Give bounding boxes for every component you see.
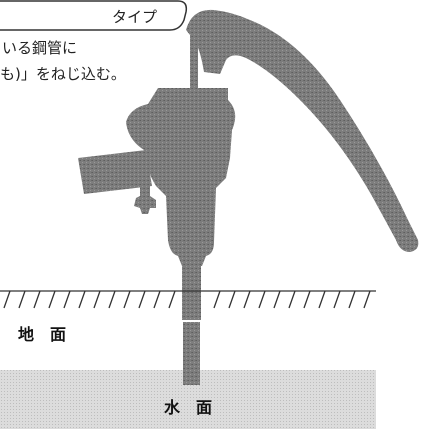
hatch-mark [48,290,56,309]
pump-handle [186,9,419,253]
hatch-mark [138,290,146,309]
title-box [0,0,188,31]
hatch-mark [318,290,326,309]
hatch-mark [288,290,296,309]
hatch-mark [258,290,266,309]
hatch-mark [243,290,251,309]
hatch-mark [228,290,236,309]
ground-label: 地 面 [18,325,66,344]
hatch-mark [153,290,161,309]
hatch-mark [93,290,101,309]
pump-valve [134,186,156,214]
hatch-mark [63,290,71,309]
ground-hatch-marks [3,290,371,309]
hatch-mark [303,290,311,309]
caption-line-1: いる鋼管に [2,39,77,57]
hatch-mark [168,290,176,309]
pipe-lower [183,322,200,385]
hatch-mark [333,290,341,309]
caption-line-2: も)」をねじ込む。 [0,65,126,83]
pump-body [126,88,236,266]
pump-spout [78,150,152,194]
hatch-mark [108,290,116,309]
water-label: 水 面 [164,398,212,417]
pump-rod [190,20,198,90]
hatch-mark [363,290,371,309]
hatch-mark [273,290,281,309]
hatch-mark [3,290,11,309]
hatch-mark [78,290,86,309]
title-partial: タイプ [112,8,157,26]
hatch-mark [33,290,41,309]
hatch-mark [18,290,26,309]
hatch-mark [123,290,131,309]
hatch-mark [213,290,221,309]
hatch-mark [348,290,356,309]
